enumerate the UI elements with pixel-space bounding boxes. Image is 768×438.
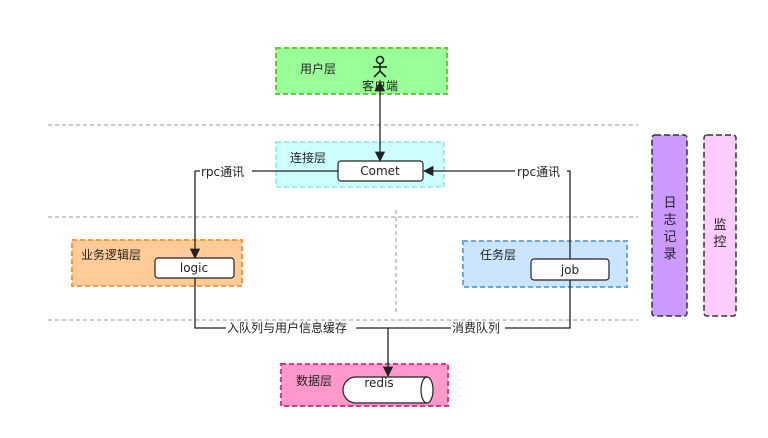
data-layer: 数据层 redis <box>280 363 449 407</box>
data-layer-label: 数据层 <box>296 373 332 388</box>
panel-char: 记 <box>663 230 676 245</box>
monitor-panel-label: 监控 <box>713 218 726 250</box>
actor-icon <box>373 55 387 78</box>
business-layer: 业务逻辑层 logic <box>71 239 243 287</box>
job-redis-edge <box>388 280 571 329</box>
panel-char: 监 <box>713 218 726 233</box>
edge-label-bg <box>451 321 505 335</box>
edge-label-bg <box>515 165 567 179</box>
monitor-panel: 监控 <box>703 134 737 317</box>
edge-label-bg <box>226 321 356 335</box>
enqueue-label: 入队列与用户信息缓存 <box>227 320 347 335</box>
panel-char: 控 <box>713 235 726 250</box>
job-label: job <box>560 263 579 277</box>
rpc-left-label: rpc通讯 <box>201 165 244 179</box>
consume-label: 消费队列 <box>452 320 500 335</box>
task-layer-label: 任务层 <box>480 247 516 262</box>
logic-label: logic <box>180 261 208 275</box>
job-comet-edge <box>422 165 571 259</box>
redis-label: redis <box>364 376 393 390</box>
user-layer-label: 用户层 <box>300 61 336 76</box>
business-layer-label: 业务逻辑层 <box>81 247 141 262</box>
connection-layer: 连接层 Comet <box>275 141 445 188</box>
panel-char: 日 <box>663 196 676 211</box>
user-layer: 用户层 客户端 <box>275 47 448 95</box>
redis-cylinder-icon <box>342 376 434 404</box>
connection-layer-label: 连接层 <box>290 150 326 165</box>
comet-logic-edge <box>189 170 338 260</box>
edge-label-bg <box>200 165 252 179</box>
task-layer: 任务层 job <box>462 240 628 288</box>
rpc-right-label: rpc通讯 <box>517 165 560 179</box>
panel-char: 录 <box>663 247 676 262</box>
panel-char: 志 <box>663 213 676 228</box>
comet-label: Comet <box>360 164 400 178</box>
